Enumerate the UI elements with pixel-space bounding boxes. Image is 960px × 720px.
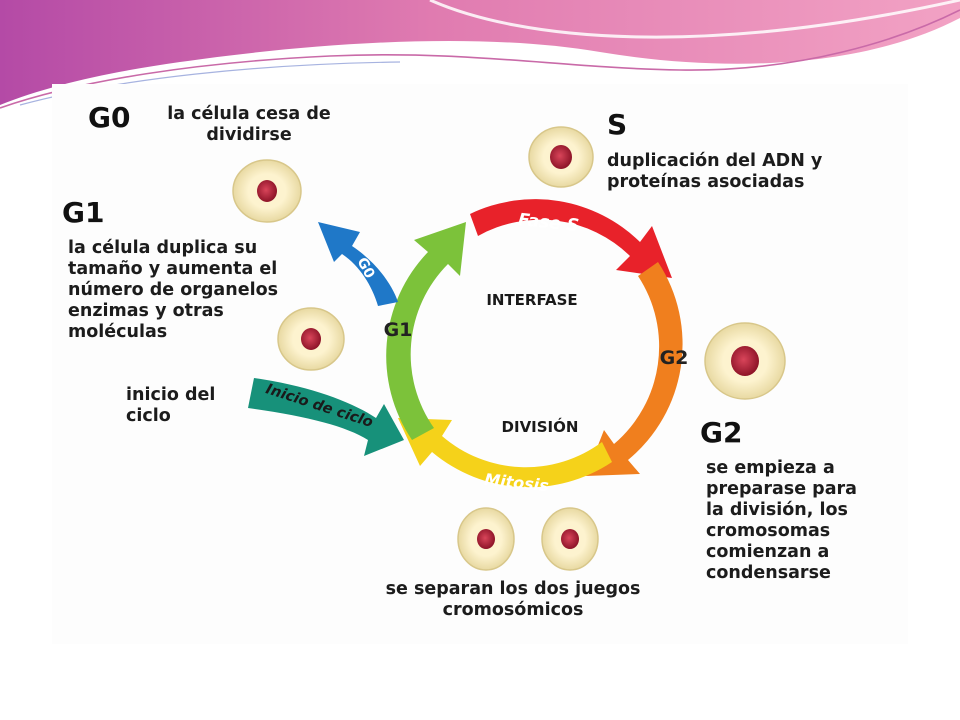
cell-s [528, 126, 594, 188]
ring-label-division: DIVISIÓN [502, 417, 579, 436]
g1-description: la célula duplica su tamaño y aumenta el… [68, 238, 278, 343]
ring-label-g2: G2 [660, 347, 689, 369]
g1-description-line: moléculas [68, 322, 168, 342]
g2-arrow [586, 262, 683, 476]
s-description: duplicación del ADN y proteínas asociada… [607, 151, 822, 193]
cell-daughter-left [457, 507, 515, 571]
g2-description-line: condensarse [706, 563, 831, 583]
g2-description-line: se empieza a [706, 458, 835, 478]
g1-arrow [386, 222, 466, 440]
g1-title: G1 [62, 196, 105, 229]
inicio-ciclo-caption: inicio del ciclo [126, 385, 215, 427]
g2-description-line: cromosomas [706, 521, 831, 541]
inicio-caption-line: ciclo [126, 406, 171, 426]
cell-g2 [704, 322, 786, 400]
mitosis-caption-line: se separan los dos juegos [385, 579, 641, 599]
mitosis-caption-line: cromosómicos [442, 600, 584, 620]
g0-description-line: dividirse [206, 125, 292, 145]
g1-description-line: enzimas y otras [68, 301, 224, 321]
g0-description-line: la célula cesa de [167, 104, 331, 124]
cell-daughter-right [541, 507, 599, 571]
g0-title: G0 [88, 101, 131, 134]
g2-description: se empieza a preparase para la división,… [706, 458, 857, 584]
ring-label-g1: G1 [384, 319, 413, 341]
mitosis-arrow [398, 418, 612, 488]
fase-s-arrow [470, 199, 672, 278]
inicio-caption-line: inicio del [126, 385, 216, 405]
s-description-line: duplicación del ADN y [607, 151, 823, 171]
s-description-line: proteínas asociadas [607, 172, 805, 192]
g1-description-line: la célula duplica su [68, 238, 258, 258]
g1-description-line: número de organelos [68, 280, 279, 300]
s-title: S [607, 108, 628, 141]
ring-label-interfase: INTERFASE [486, 291, 577, 309]
g2-title: G2 [700, 416, 743, 449]
g0-description: la célula cesa de dividirse [146, 104, 352, 146]
g1-description-line: tamaño y aumenta el [68, 259, 278, 279]
mitosis-caption: se separan los dos juegos cromosómicos [356, 579, 670, 621]
inicio-ciclo-arrow [248, 378, 404, 456]
header-wave-decoration [0, 0, 960, 109]
g2-description-line: comienzan a [706, 542, 830, 562]
cell-g1 [277, 307, 345, 371]
g0-arrow [318, 222, 398, 306]
cell-g0 [232, 159, 302, 223]
g2-description-line: preparase para [706, 479, 857, 499]
g2-description-line: la división, los [706, 500, 848, 520]
